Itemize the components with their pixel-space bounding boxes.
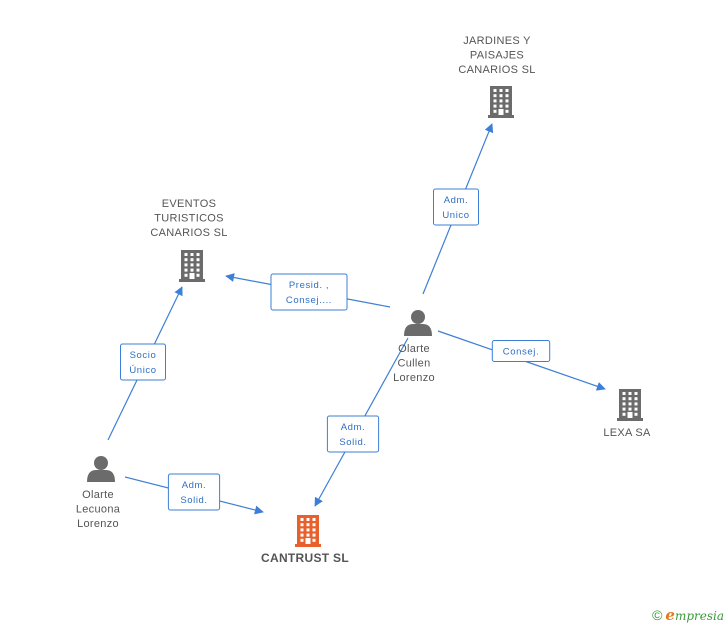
edge-label[interactable]: Presid. , Consej.... [270,273,348,311]
copyright-symbol: © [652,607,663,623]
edge-label-text: Presid. , [289,280,329,291]
edge-label-box [491,340,551,362]
edge-label-text: Adm. [341,422,366,433]
node-label: Lorenzo [77,518,119,530]
building-icon [488,86,514,118]
person-icon [404,310,432,336]
node-label: Cullen [398,358,431,370]
node-label: Olarte [398,343,430,355]
edge-label-box [326,415,380,453]
node-label: Lorenzo [393,372,435,384]
node-label: EVENTOS [162,198,216,210]
edge-label-text: Solid. [180,495,207,506]
edge-label-box [433,188,479,226]
edge-cullen-to-eventos: Presid. , Consej.... [225,273,391,311]
edge-label-box [270,273,348,311]
node-label: Lecuona [76,504,121,516]
edge-label-text: Adm. [182,480,207,491]
edge-label[interactable]: Consej. [491,340,551,362]
edge-label-box [120,343,166,381]
node-eventos[interactable]: EVENTOS TURISTICOS CANARIOS SL [150,198,227,282]
building-icon [179,250,205,282]
edge-cullen-to-lexa: Consej. [437,330,606,391]
edge-label-text: Unico [442,210,469,221]
edge-lecuona-to-cantrust: Adm. Solid. [124,473,264,515]
edge-label[interactable]: Adm. Unico [433,188,479,226]
node-label: CANTRUST SL [261,551,349,565]
brand-e-letter: e [665,606,675,624]
person-icon [87,456,115,482]
edge-label-text: Socio [130,350,157,361]
edge-cullen-to-cantrust: Adm. Solid. [314,337,409,507]
node-label: TURISTICOS [154,213,224,225]
edge-label[interactable]: Adm. Solid. [326,415,380,453]
edge-label[interactable]: Adm. Solid. [167,473,221,511]
node-label: Olarte [82,489,114,501]
node-label: JARDINES Y [463,35,531,47]
edge-label-text: Consej. [503,347,539,358]
node-label: PAISAJES [470,50,524,62]
edge-label-text: Solid. [339,437,366,448]
node-cantrust[interactable]: CANTRUST SL [261,515,349,565]
edge-label-text: Único [129,365,156,376]
brand-rest: mpresia [674,609,724,623]
empresia-brand[interactable]: ©empresia [652,606,724,624]
building-icon [617,389,643,421]
edge-label-box [167,473,221,511]
node-jardines[interactable]: JARDINES Y PAISAJES CANARIOS SL [458,35,535,118]
node-label: CANARIOS SL [458,64,535,76]
nodes-layer: JARDINES Y PAISAJES CANARIOS SL EVENTOS TURI… [76,35,651,565]
node-lexa[interactable]: LEXA SA [603,389,651,439]
building-icon [295,515,321,547]
edge-cullen-to-jardines: Adm. Unico [422,123,494,295]
edge-label-text: Consej.... [286,295,332,306]
edge-label-text: Adm. [444,195,469,206]
node-label: CANARIOS SL [150,227,227,239]
node-label: LEXA SA [603,427,651,439]
